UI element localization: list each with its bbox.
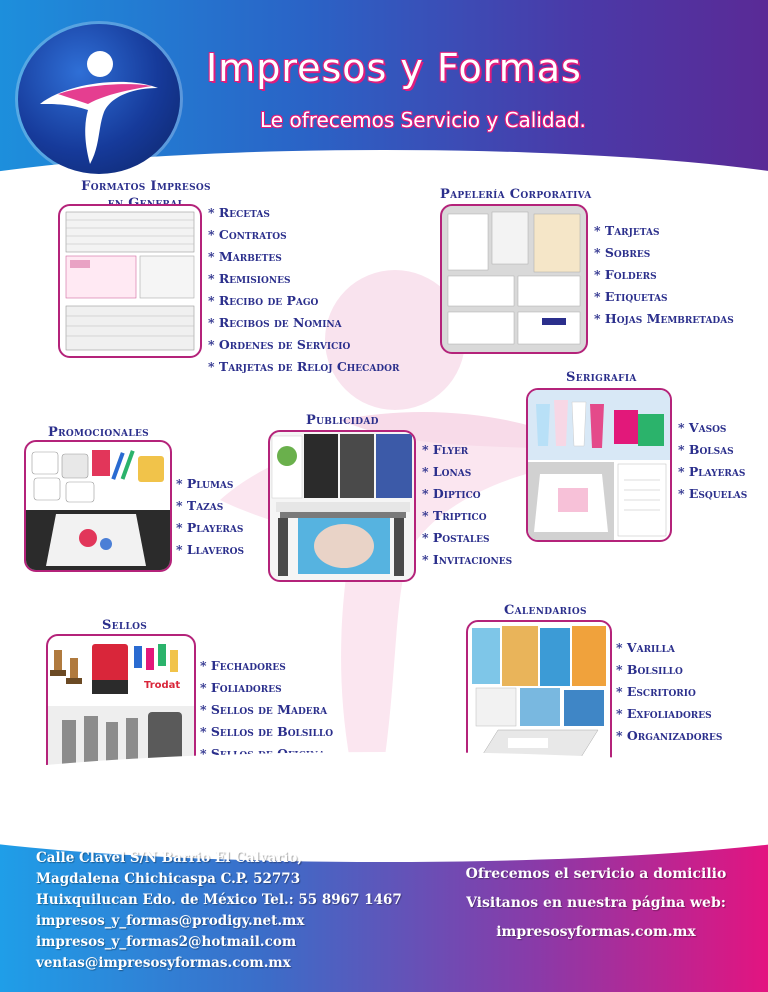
list-item: * Folders [594,267,657,282]
list-item: * Playeras [678,464,746,479]
list-item: * Triptico [422,508,487,523]
list-item: * Bolsillo [616,662,683,677]
list-item: * Tarjetas [594,223,660,238]
sellos-list: * Fechadores * Foliadores * Sellos de Ma… [200,655,333,765]
formatos-photo [58,204,202,358]
address-line: Huixquilucan Edo. de México Tel.: 55 896… [36,892,402,908]
company-logo [18,24,180,174]
footer-promo: Ofrecemos el servicio a domicilio Visita… [446,860,746,947]
list-item: * Escritorio [616,684,696,699]
calendarios-photo [466,620,612,770]
list-item: * Marbetes [208,249,282,264]
list-item: * Esquelas [678,486,748,501]
list-item: * Varilla [616,640,675,655]
email-link[interactable]: ventas@impresosyformas.com.mx [36,955,291,971]
website-link[interactable]: impresosyformas.com.mx [496,924,696,940]
promo-line: Ofrecemos el servicio a domicilio [465,866,727,882]
list-item: * Sobres [594,245,651,260]
list-item: * Postales [422,530,490,545]
list-item: * Diptico [422,486,481,501]
calendarios-list: * Varilla * Bolsillo * Escritorio * Exfo… [616,637,722,747]
list-item: * Exfoliadores [616,706,712,721]
list-item: * Recibos de Nomina [208,315,342,330]
list-item: * Tazas [176,498,224,513]
promocionales-list: * Plumas * Tazas * Playeras * Llaveros [176,473,244,561]
promocionales-photo [24,440,172,572]
section-title-promocionales: Promocionales [48,425,149,440]
publicidad-list: * Flyer * Lonas * Diptico * Triptico * P… [422,439,512,571]
list-item: * Plumas [176,476,234,491]
address-line: Calle Clavel S/N Barrio El Calvario, [36,850,303,866]
email-link[interactable]: impresos_y_formas2@hotmail.com [36,934,297,950]
list-item: * Lonas [422,464,472,479]
list-item: * Flyer [422,442,469,457]
promo-line: Visitanos en nuestra página web: [466,895,726,911]
section-title-calendarios: Calendarios [504,603,587,618]
email-link[interactable]: impresos_y_formas@prodigy.net.mx [36,913,305,929]
list-item: * Organizadores [616,728,723,743]
list-item: * Fechadores [200,658,286,673]
section-title-papeleria: Papelería Corporativa [440,187,592,202]
list-item: * Foliadores [200,680,282,695]
section-title-publicidad: Publicidad [306,413,379,428]
list-item: * Remisiones [208,271,291,286]
footer-curve [0,752,768,862]
list-item: * Playeras [176,520,244,535]
list-item: * Hojas Membretadas [594,311,734,326]
svg-text:Trodat: Trodat [144,680,180,691]
formatos-title-line1: Formatos Impresos [81,179,211,194]
formatos-list: * Recetas * Contratos * Marbetes * Remis… [208,202,399,378]
list-item: * Ordenes de Servicio [208,337,351,352]
list-item: * Contratos [208,227,287,242]
logo-figure-icon [40,51,158,164]
list-item: * Recibo de Pago [208,293,319,308]
list-item: * Sellos de Madera [200,702,328,717]
list-item: * Etiquetas [594,289,668,304]
section-title-sellos: Sellos [102,618,148,633]
company-title: Impresos y Formas [206,46,582,90]
section-title-serigrafia: Serigrafia [566,370,637,385]
serigrafia-list: * Vasos * Bolsas * Playeras * Esquelas [678,417,747,505]
papeleria-photo [440,204,588,354]
address-line: Magdalena Chichicaspa C.P. 52773 [36,871,301,887]
list-item: * Sellos de Bolsillo [200,724,334,739]
papeleria-list: * Tarjetas * Sobres * Folders * Etiqueta… [594,220,734,330]
contact-address: Calle Clavel S/N Barrio El Calvario, Mag… [36,848,402,974]
list-item: * Recetas [208,205,270,220]
list-item: * Vasos [678,420,727,435]
list-item: * Bolsas [678,442,734,457]
serigrafia-photo [526,388,672,542]
publicidad-photo [268,430,416,582]
list-item: * Tarjetas de Reloj Checador [208,359,400,374]
company-tagline: Le ofrecemos Servicio y Calidad. [260,108,586,132]
list-item: * Invitaciones [422,552,513,567]
list-item: * Llaveros [176,542,244,557]
